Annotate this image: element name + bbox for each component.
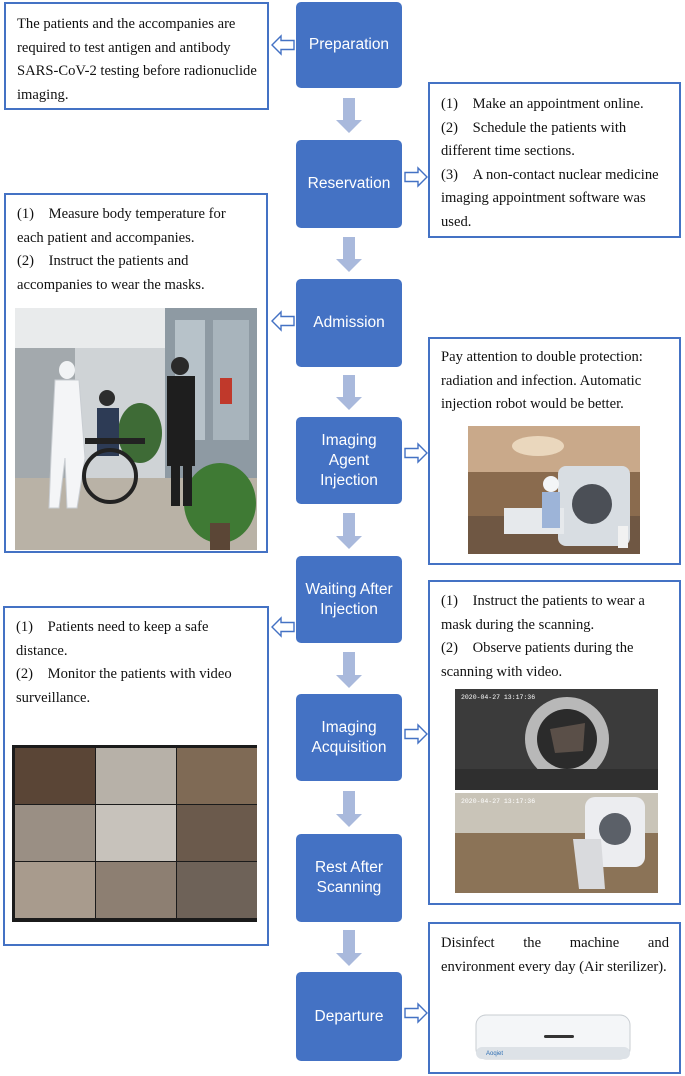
list-item: (1) Make an appointment online. bbox=[441, 96, 644, 112]
down-arrow bbox=[336, 930, 362, 966]
step-preparation: Preparation bbox=[296, 2, 402, 88]
side-arrow bbox=[271, 34, 295, 56]
down-arrow bbox=[336, 652, 362, 688]
step-departure: Departure bbox=[296, 972, 402, 1061]
step-reservation: Reservation bbox=[296, 140, 402, 228]
admission-photo bbox=[15, 308, 257, 550]
down-arrow bbox=[336, 375, 362, 410]
air-sterilizer-photo: Aoqiet bbox=[474, 1011, 632, 1063]
injection-robot-photo bbox=[468, 426, 640, 554]
cctv-tile bbox=[15, 748, 95, 804]
list-item: (2) Instruct the patients and accompanie… bbox=[17, 253, 205, 293]
video-timestamp-top: 2020-04-27 13:17:36 bbox=[461, 694, 535, 701]
step-imaging-agent-injection: Imaging Agent Injection bbox=[296, 417, 402, 504]
cctv-tile bbox=[15, 862, 95, 918]
surveillance-monitor-photo bbox=[12, 745, 257, 922]
note-preparation-text: The patients and the accompanies are req… bbox=[17, 16, 257, 103]
list-item: (2) Observe patients during the scanning… bbox=[441, 640, 634, 680]
note-injection-text: Pay attention to double protection: radi… bbox=[441, 349, 643, 412]
cctv-tile bbox=[96, 805, 176, 861]
step-admission: Admission bbox=[296, 279, 402, 367]
note-reservation: (1) Make an appointment online. (2) Sche… bbox=[428, 82, 681, 238]
down-arrow bbox=[336, 237, 362, 272]
side-arrow bbox=[404, 723, 428, 745]
step-waiting-after-injection: Waiting After Injection bbox=[296, 556, 402, 643]
step-imaging-acquisition: Imaging Acquisition bbox=[296, 694, 402, 781]
side-arrow bbox=[404, 166, 428, 188]
list-item: (1) Instruct the patients to wear a mask… bbox=[441, 593, 645, 633]
side-arrow bbox=[271, 616, 295, 638]
cctv-tile bbox=[15, 805, 95, 861]
cctv-tile bbox=[96, 748, 176, 804]
side-arrow bbox=[404, 442, 428, 464]
step-rest-after-scanning: Rest After Scanning bbox=[296, 834, 402, 922]
cctv-tile bbox=[177, 805, 257, 861]
list-item: (3) A non-contact nuclear medicine imagi… bbox=[441, 166, 659, 230]
cctv-tile bbox=[96, 862, 176, 918]
note-preparation: The patients and the accompanies are req… bbox=[4, 2, 269, 110]
cctv-tile bbox=[177, 748, 257, 804]
list-item: (2) Schedule the patients with different… bbox=[441, 119, 627, 160]
cctv-tile bbox=[177, 862, 257, 918]
down-arrow bbox=[336, 98, 362, 133]
scanner-video-photos: 2020-04-27 13:17:36 2020-04-27 13:17:36 bbox=[455, 689, 658, 893]
list-item: (1) Measure body temperature for each pa… bbox=[17, 206, 226, 246]
sterilizer-brand: Aoqiet bbox=[486, 1051, 503, 1057]
side-arrow bbox=[271, 310, 295, 332]
video-timestamp-bottom: 2020-04-27 13:17:36 bbox=[461, 798, 535, 805]
note-departure-text: Disinfect the machine and environment ev… bbox=[441, 935, 669, 975]
list-item: (1) Patients need to keep a safe distanc… bbox=[16, 619, 209, 659]
down-arrow bbox=[336, 513, 362, 549]
list-item: (2) Monitor the patients with video surv… bbox=[16, 666, 232, 706]
down-arrow bbox=[336, 791, 362, 827]
side-arrow bbox=[404, 1002, 428, 1024]
